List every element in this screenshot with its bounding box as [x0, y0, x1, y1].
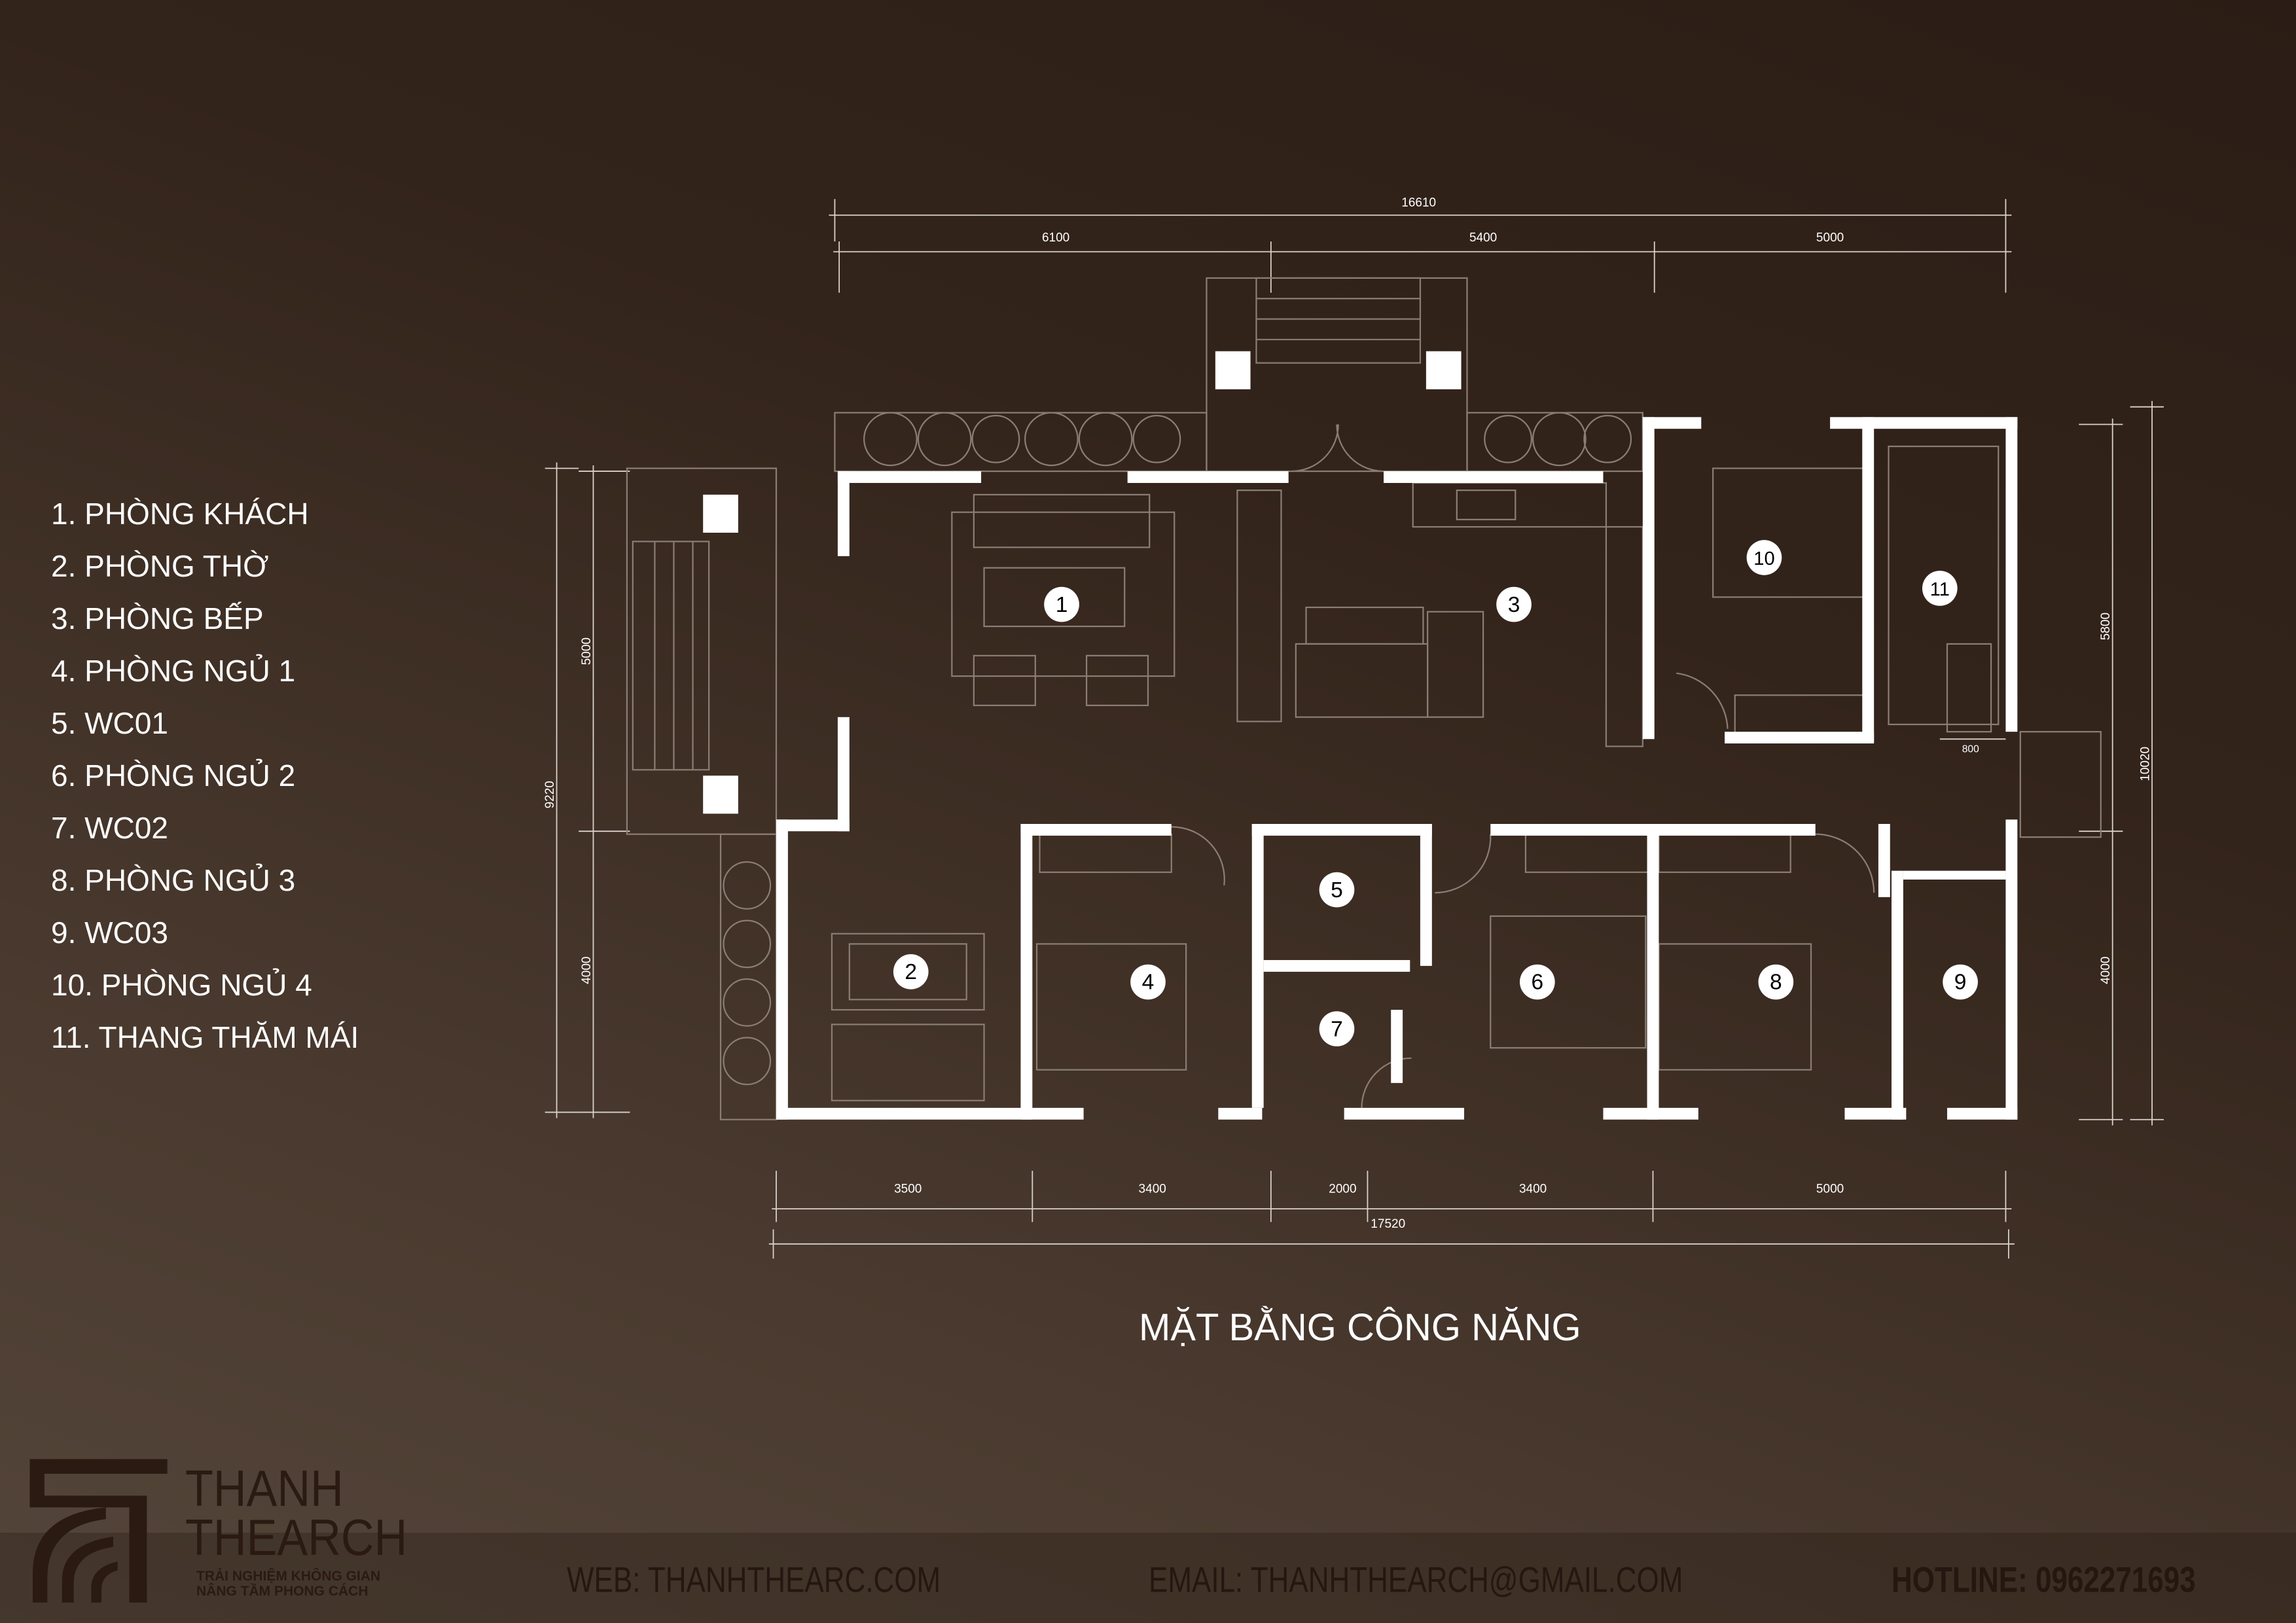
- legend-item: 1. PHÒNG KHÁCH: [51, 497, 309, 531]
- footer-web: WEB: THANHTHEARC.COM: [567, 1560, 941, 1600]
- room-marker-1: 1: [1044, 586, 1079, 622]
- furniture-lines: [626, 277, 2102, 1120]
- svg-text:6: 6: [1532, 971, 1544, 995]
- room-marker-11: 11: [1922, 571, 1958, 606]
- legend-item: 5. WC01: [51, 706, 168, 740]
- legend-item: 6. PHÒNG NGỦ 2: [51, 758, 296, 793]
- legend-item: 4. PHÒNG NGỦ 1: [51, 654, 296, 688]
- dim-bottom-5: 5000: [1816, 1183, 1844, 1196]
- svg-text:8: 8: [1770, 971, 1782, 995]
- svg-text:11: 11: [1930, 579, 1950, 600]
- footer-hotline: HOTLINE: 0962271693: [1892, 1560, 2196, 1600]
- legend-item: 3. PHÒNG BẾP: [51, 601, 264, 635]
- legend-item: 8. PHÒNG NGỦ 3: [51, 863, 296, 897]
- room-marker-3: 3: [1496, 586, 1532, 622]
- svg-text:1: 1: [1056, 593, 1068, 617]
- dim-right-total: 10020: [2139, 747, 2153, 781]
- room-marker-9: 9: [1943, 964, 1978, 1000]
- room-marker-4: 4: [1130, 964, 1166, 1000]
- svg-text:10: 10: [1753, 548, 1774, 569]
- dim-left-total: 9220: [543, 781, 557, 808]
- dim-bottom-total: 17520: [1371, 1217, 1405, 1231]
- brand-name-2: THEARCH: [185, 1508, 408, 1566]
- room-marker-8: 8: [1758, 964, 1794, 1000]
- dim-right-2: 4000: [2099, 956, 2113, 984]
- dim-left-2: 4000: [580, 956, 594, 984]
- footer-email: EMAIL: THANHTHEARCH@GMAIL.COM: [1149, 1560, 1683, 1600]
- brand-tagline-2: NÂNG TẦM PHONG CÁCH: [196, 1584, 368, 1599]
- legend-item: 7. WC02: [51, 811, 168, 845]
- legend-item: 11. THANG THĂM MÁI: [51, 1020, 359, 1054]
- room-marker-7: 7: [1319, 1011, 1355, 1046]
- dim-top-1: 6100: [1042, 231, 1069, 245]
- room-marker-2: 2: [893, 954, 929, 990]
- legend-item: 2. PHÒNG THỜ: [51, 549, 269, 583]
- brand-tagline-1: TRẢI NGHIỆM KHÔNG GIAN: [196, 1569, 381, 1584]
- svg-text:4: 4: [1142, 971, 1155, 995]
- svg-text:2: 2: [905, 960, 917, 984]
- dim-bottom-2: 3400: [1139, 1183, 1166, 1196]
- legend-item: 10. PHÒNG NGỦ 4: [51, 968, 312, 1002]
- legend-item: 9. WC03: [51, 916, 168, 950]
- room-markers: 1 2 3 4 5 6 7 8 9 10 11: [893, 540, 1978, 1046]
- dim-left-1: 5000: [580, 637, 594, 665]
- brand-name-1: THANH: [185, 1459, 344, 1517]
- room-legend: 1. PHÒNG KHÁCH 2. PHÒNG THỜ 3. PHÒNG BẾP…: [51, 488, 359, 1063]
- dim-stair: 800: [1962, 743, 1979, 755]
- brand-logo-icon: [29, 1459, 168, 1603]
- dimension-labels: 16610 6100 5400 5000 3500 3400 2000 3400…: [543, 196, 2153, 1231]
- dim-bottom-3: 2000: [1329, 1183, 1356, 1196]
- dimension-lines: [545, 199, 2164, 1259]
- svg-text:7: 7: [1331, 1017, 1343, 1041]
- dim-top-2: 5400: [1469, 231, 1497, 245]
- dim-bottom-4: 3400: [1519, 1183, 1547, 1196]
- room-marker-5: 5: [1319, 872, 1355, 908]
- walls: [776, 417, 2018, 1120]
- plan-title: MẶT BẰNG CÔNG NĂNG: [1139, 1306, 1581, 1349]
- dim-top-3: 5000: [1816, 231, 1844, 245]
- trees: [723, 412, 1632, 1086]
- room-marker-10: 10: [1746, 540, 1782, 575]
- pillars: [703, 351, 1462, 814]
- footer-band: [0, 1533, 2296, 1623]
- dim-top-total: 16610: [1401, 196, 1436, 209]
- svg-text:5: 5: [1331, 878, 1343, 902]
- room-marker-6: 6: [1520, 964, 1555, 1000]
- dim-bottom-1: 3500: [894, 1183, 922, 1196]
- svg-text:9: 9: [1954, 971, 1967, 995]
- svg-text:3: 3: [1508, 593, 1520, 617]
- dim-right-1: 5800: [2099, 613, 2113, 640]
